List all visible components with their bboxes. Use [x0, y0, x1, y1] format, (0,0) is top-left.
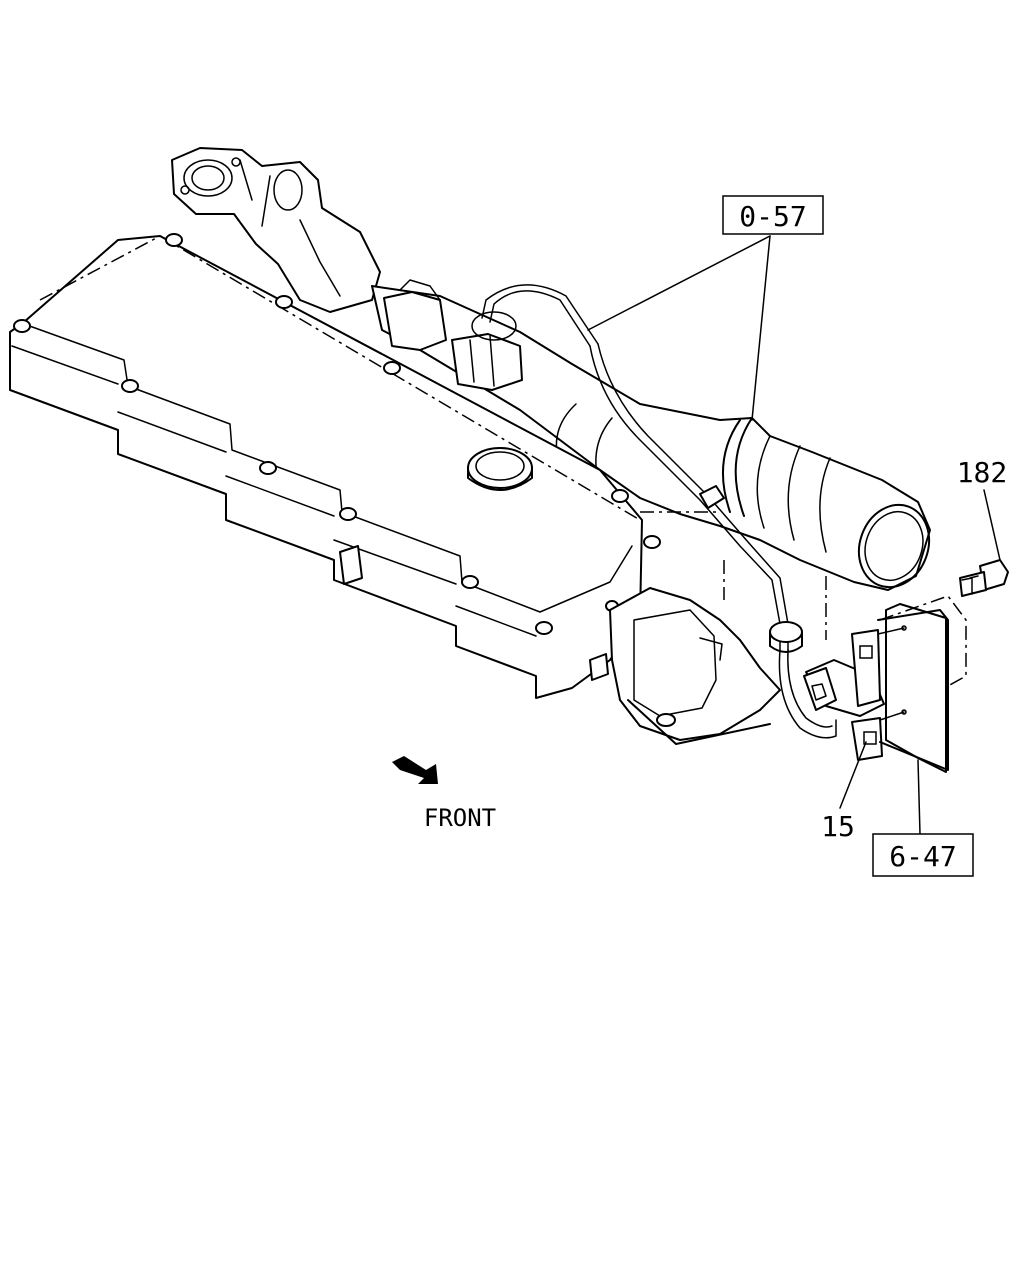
callout-0-57[interactable]: 0-57 — [722, 195, 824, 235]
bolt-182 — [959, 559, 1009, 597]
callout-15-label[interactable]: 15 — [821, 810, 855, 843]
callout-6-47[interactable]: 6-47 — [872, 833, 974, 877]
front-label: FRONT — [424, 804, 496, 832]
mounting-plate — [877, 603, 949, 773]
vacuum-hose — [481, 284, 837, 739]
callout-6-47-label: 6-47 — [889, 840, 956, 873]
mounting-bracket — [609, 587, 781, 745]
exhaust-outlet-flange — [171, 147, 381, 313]
solenoid-valve — [803, 625, 907, 761]
callout-0-57-label: 0-57 — [739, 200, 806, 233]
oil-filler-cap — [467, 447, 533, 491]
front-arrow-icon — [392, 756, 438, 784]
leader-lines — [587, 235, 1001, 835]
callout-182-label[interactable]: 182 — [957, 456, 1008, 489]
front-direction-indicator: FRONT — [392, 756, 496, 832]
